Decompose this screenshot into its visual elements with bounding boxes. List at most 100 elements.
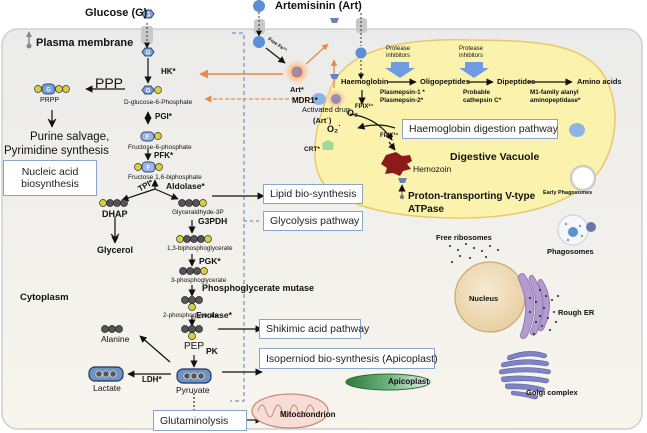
svg-text:G: G <box>146 89 151 95</box>
nucleic-acid-line1: Nucleic acid <box>21 166 79 178</box>
art-radical-label: (Art˙) <box>313 116 332 125</box>
ribosome-dot <box>457 249 459 251</box>
ribosome-dot <box>541 325 543 327</box>
artemisinin-label: Artemisinin (Art) <box>275 0 362 12</box>
inhibitors-text: inhibitors <box>386 53 411 60</box>
golgi-complex-label: Golgi complex <box>526 388 578 397</box>
glutaminolysis-box: Glutaminolysis <box>153 410 247 431</box>
2pg-molecule-icon <box>181 296 203 311</box>
ribosome-dot <box>557 295 559 297</box>
nucleus-label: Nucleus <box>469 294 499 303</box>
plasmepsin-label: Plasmepsin-1 *Plasmepsin-2* <box>380 89 425 105</box>
ribosome-dot <box>539 289 541 291</box>
o2-label: O₂ <box>347 108 358 118</box>
oligopeptides-label: Oligopeptides <box>420 77 471 86</box>
mitochondrion <box>251 393 329 429</box>
ribosome-dot <box>481 250 483 252</box>
hk-label: HK* <box>161 67 176 76</box>
alanine-molecule-icon <box>101 325 123 333</box>
membrane-marker-icon <box>26 31 32 49</box>
ribosome-dot <box>555 321 557 323</box>
lactate-label: Lactate <box>93 383 121 393</box>
ribosome-dot <box>489 245 491 247</box>
glucose-hexagon-icon: G <box>141 47 155 57</box>
fpix2-label: FPIX²⁺ <box>355 104 374 110</box>
v-atpase-icon <box>398 178 407 183</box>
vacuole-pump-icon <box>330 74 339 79</box>
haemoglobin-digestion-box: Haemoglobin digestion pathway <box>402 119 558 139</box>
nucleic-acid-biosynthesis-box: Nucleic acid biosynthesis <box>3 160 97 196</box>
ribosome-dot <box>549 329 551 331</box>
v-atpase-base <box>399 194 405 200</box>
g3p-label: Glyceraldhyde-3P <box>172 209 224 216</box>
activated-drug-label: Activated drug <box>302 105 350 114</box>
isoprenoid-text: Isoperniod bio-synthesis (Apicoplast) <box>266 352 438 365</box>
ldh-label: LDH* <box>142 375 162 384</box>
ribosome-dot <box>547 317 549 319</box>
hemozoin-label: Hemozoin <box>413 164 452 174</box>
plasmepsin-2-text: Plasmepsin-2* <box>380 96 424 104</box>
f6p-label: Fructose-6-phosphate <box>128 144 192 151</box>
aldolase-to-g3p-arrow <box>154 188 179 200</box>
early-phagosome <box>569 164 597 192</box>
rough-er-label: Rough ER <box>558 308 595 317</box>
aminopeptidase-text: aminopeptidase* <box>530 96 581 104</box>
ribosome-dot <box>535 301 537 303</box>
free-ribosomes-label: Free ribosomes <box>436 233 492 242</box>
dipeptides-label: Dipeptides <box>497 77 536 86</box>
ribosome-dot <box>469 257 471 259</box>
aldolase-label: Aldolase* <box>166 181 205 191</box>
pyruvate-to-alanine-arrow <box>139 335 171 363</box>
pgi-label: PGI* <box>155 112 172 121</box>
ribosome-dot <box>551 299 553 301</box>
pgm-label: Phosphoglycerate mutase <box>202 283 315 293</box>
artemisinin-molecule-icon <box>253 36 265 48</box>
inhibitors-text: inhibitors <box>459 53 484 60</box>
ribosome-dot <box>485 256 487 258</box>
phagosomes-label: Phagosomes <box>547 247 594 256</box>
v-atpase-label-2: ATPase <box>408 204 444 215</box>
enolase-label: Enolase* <box>196 310 232 320</box>
haemoglobin-receptor-icon <box>569 123 585 137</box>
dhap-label: DHAP <box>102 209 128 219</box>
ribosome-dot <box>459 255 461 257</box>
cytoplasm-label: Cytoplasm <box>20 292 69 303</box>
digestive-vacuole-label: Digestive Vacuole <box>450 151 540 163</box>
amino-acids-label: Amino acids <box>577 77 622 86</box>
g3pdh-label: G3PDH <box>198 216 228 226</box>
bpg-molecule-icon <box>176 235 212 243</box>
ribosome-dot <box>465 243 467 245</box>
double-arrowhead <box>47 118 57 124</box>
g6p-label: D-glucose-6-Phosphate <box>124 99 193 106</box>
glycerol-label: Glycerol <box>97 245 134 255</box>
ribosome-dot <box>545 295 547 297</box>
dhap-molecule-icon <box>99 199 128 207</box>
glutaminolysis-text: Glutaminolysis <box>160 414 229 427</box>
protease-inhibitor-arrow-1 <box>385 62 415 78</box>
g3p-molecule-icon <box>178 199 207 207</box>
f16bp-molecule-icon: F <box>134 161 163 173</box>
apicoplast <box>345 373 431 391</box>
free-ribosomes <box>449 243 559 335</box>
bpg-label: 1,3-biphosphoglycerate <box>167 245 233 252</box>
o2-radical-label: O₂˙ <box>327 124 341 134</box>
lipid-biosynthesis-box: Lipid bio-synthesis <box>263 184 363 204</box>
haemoglobin-digestion-text: Haemoglobin digestion pathway <box>409 123 558 135</box>
ribosome-dot <box>535 321 537 323</box>
glycolysis-region-border <box>230 32 245 402</box>
protease-text: Protease <box>386 46 411 52</box>
ribosome-dot <box>533 333 535 335</box>
haemoglobin-molecule-icon <box>355 47 367 59</box>
double-arrowhead <box>110 233 120 239</box>
ribosome-dot <box>539 315 541 317</box>
ribosome-dot <box>449 245 451 247</box>
lipid-biosynthesis-text: Lipid bio-synthesis <box>270 188 357 200</box>
v-atpase-label-1: Proton-transporting V-type <box>408 191 536 202</box>
prpp-molecule-icon: G <box>34 83 70 95</box>
svg-text:G: G <box>146 13 151 19</box>
